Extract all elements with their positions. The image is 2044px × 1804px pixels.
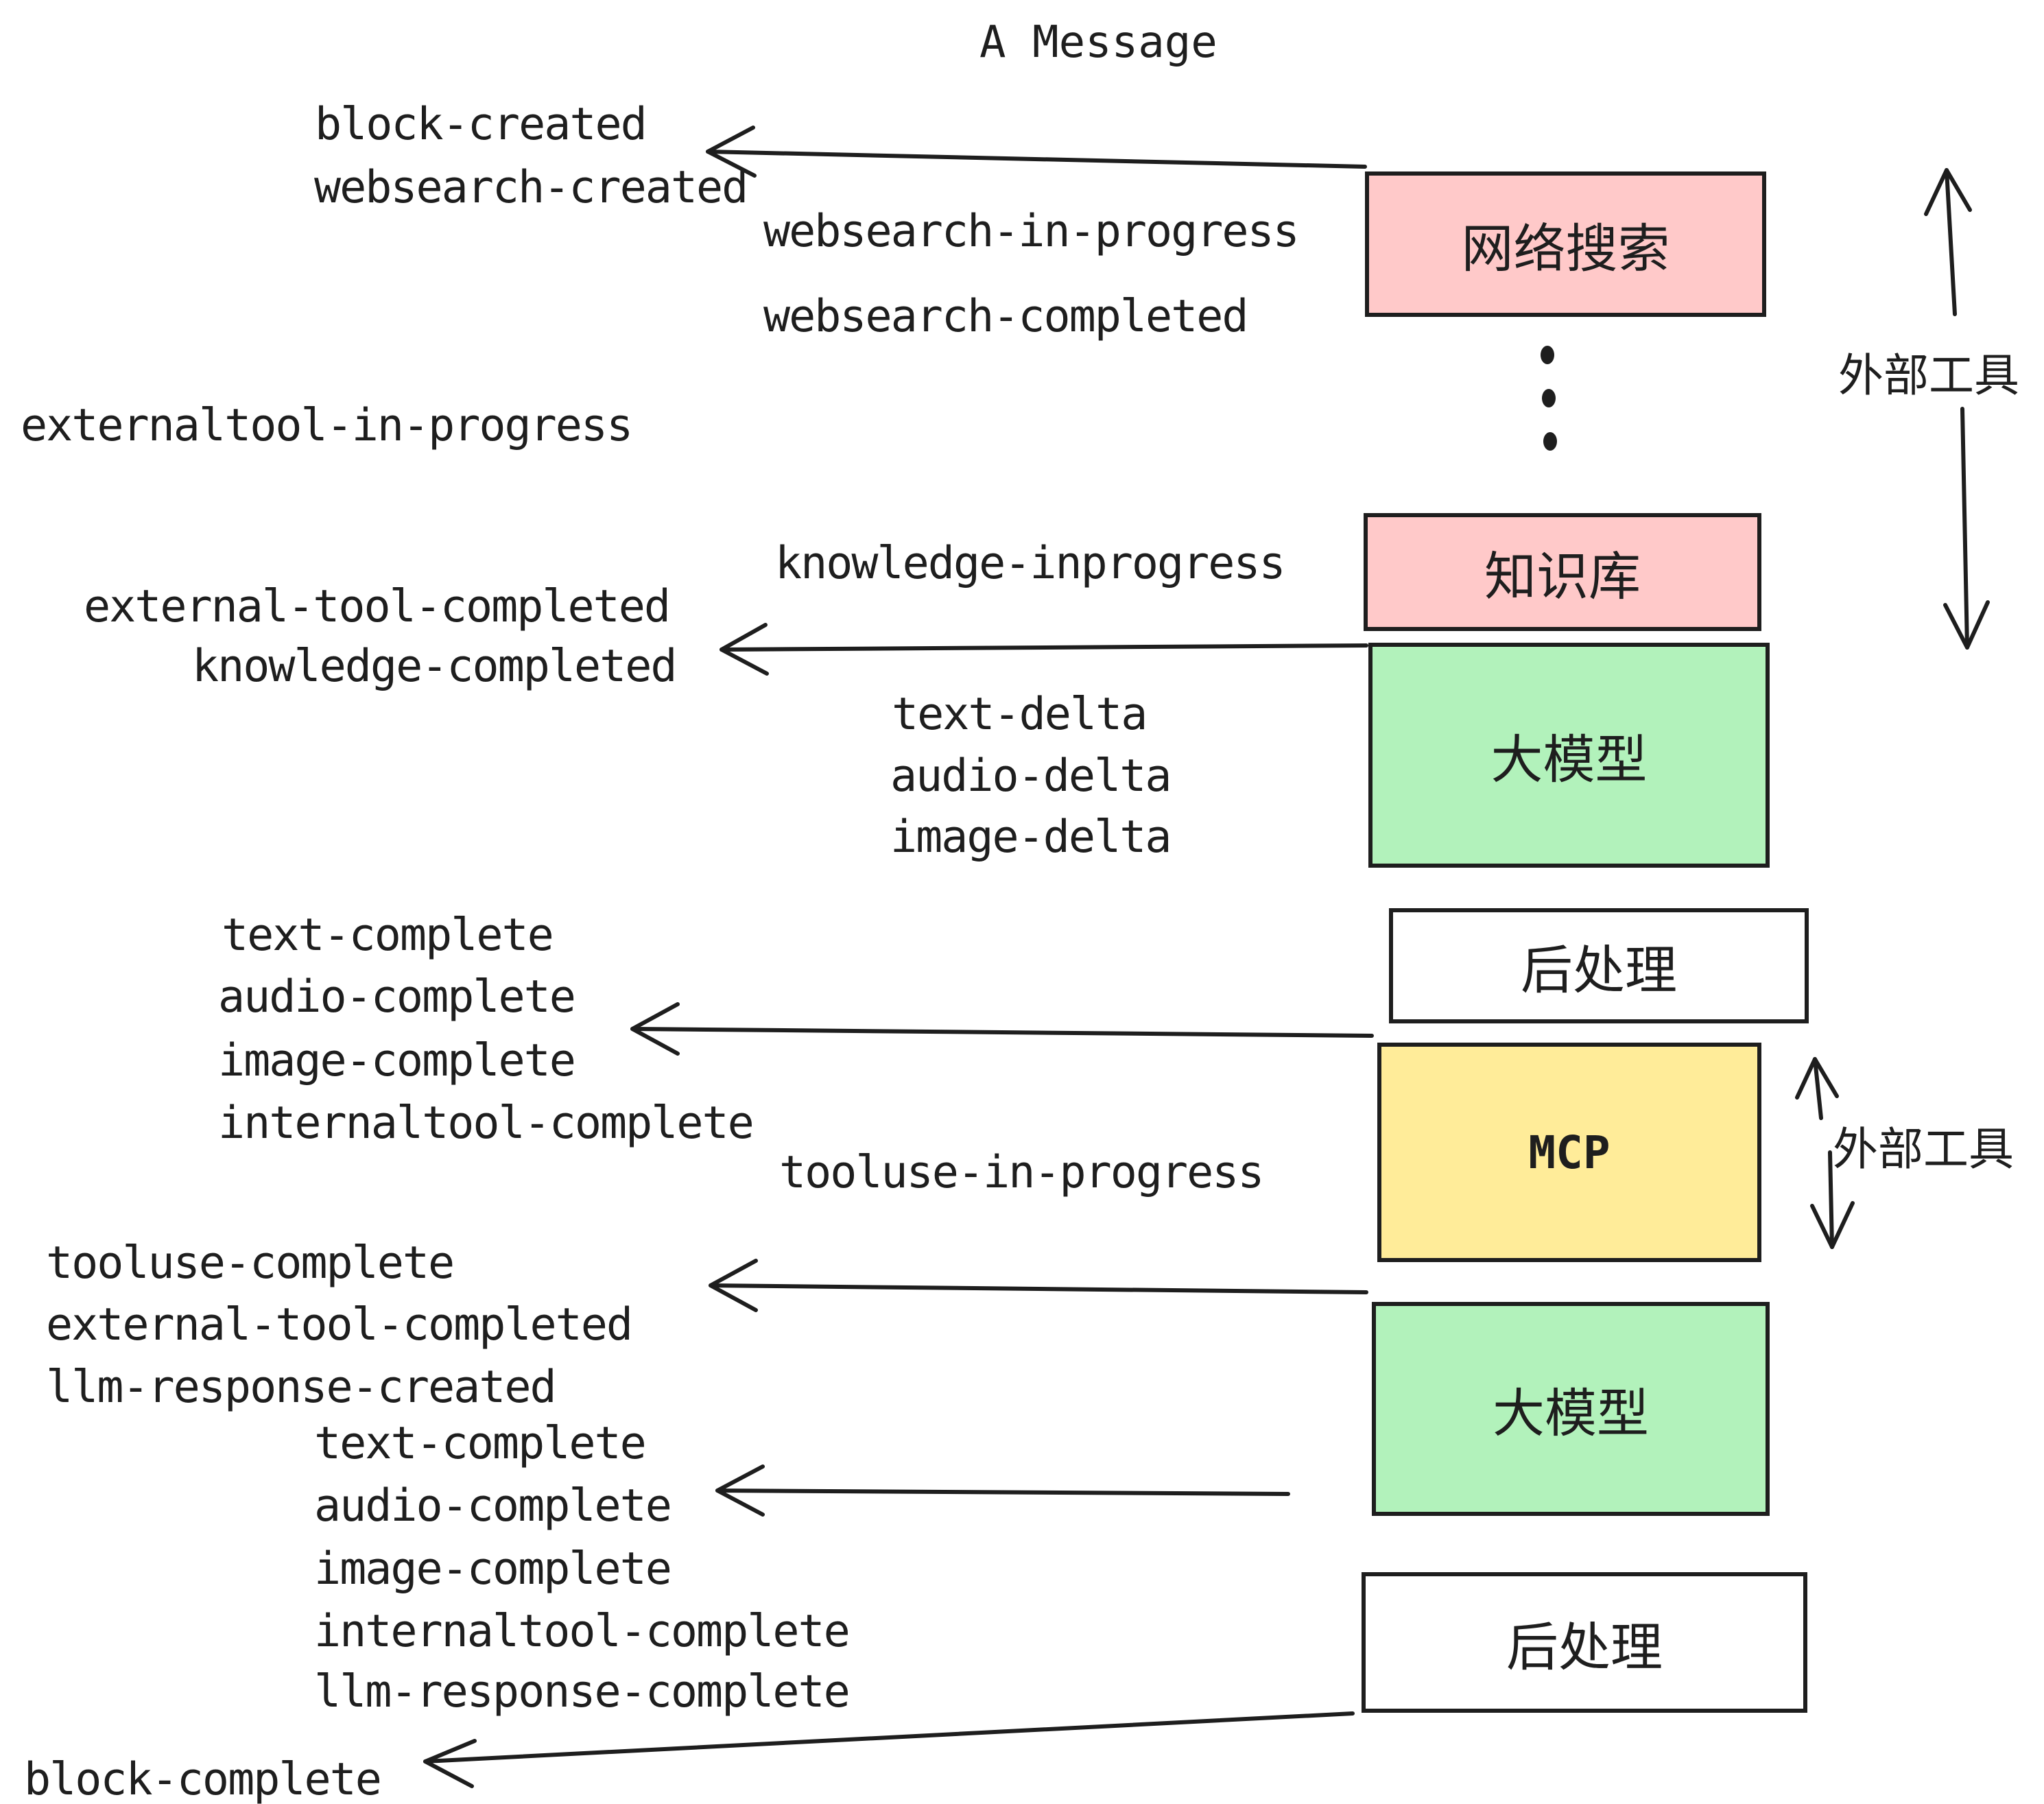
external-tools-up-arrow-mcp [1795, 1057, 1839, 1120]
audio-complete-return-arrow [715, 1464, 1290, 1517]
event-label-websearch-in-progress: websearch-in-progress [763, 206, 1300, 257]
event-label-llm-response-complete: llm-response-complete [314, 1666, 851, 1718]
external-tools-down-arrow-top [1943, 407, 1990, 650]
box-mcp: MCP [1377, 1043, 1761, 1262]
internal-complete-return-arrow [630, 1002, 1374, 1056]
box-llm-2: 大模型 [1372, 1302, 1770, 1516]
block-complete-return-arrow [423, 1711, 1355, 1788]
event-label-internaltool-complete-1: internaltool-complete [218, 1097, 754, 1149]
event-label-block-complete: block-complete [24, 1754, 382, 1804]
event-label-text-complete-2: text-complete [314, 1418, 647, 1469]
event-label-audio-delta-1: audio-delta [890, 750, 1172, 802]
websearch-return-arrow [706, 126, 1367, 178]
box-knowledge: 知识库 [1364, 513, 1761, 631]
box-postprocess-2: 后处理 [1362, 1572, 1807, 1713]
ellipsis-dot [1541, 346, 1554, 364]
box-postprocess-1: 后处理 [1389, 908, 1809, 1023]
event-label-external-tool-completed: external-tool-completed [84, 581, 671, 632]
knowledge-return-arrow [720, 623, 1368, 676]
event-label-knowledge-inprogress: knowledge-inprogress [775, 538, 1286, 589]
event-label-tooluse-complete: tooluse-complete [46, 1237, 455, 1289]
external-tools-label-mcp: 外部工具 [1833, 1123, 2014, 1176]
event-label-image-complete-2: image-complete [314, 1543, 672, 1595]
event-label-block-created: block-created [315, 99, 647, 150]
event-label-knowledge-completed: knowledge-completed [192, 641, 678, 692]
event-label-text-complete-1: text-complete [222, 910, 554, 961]
tooluse-return-arrow [709, 1259, 1368, 1312]
box-llm-1: 大模型 [1368, 643, 1770, 868]
diagram-title: A Message [979, 17, 1217, 68]
ellipsis-dot [1543, 432, 1557, 451]
event-label-websearch-created: websearch-created [314, 162, 748, 213]
event-label-image-complete-1: image-complete [218, 1035, 576, 1087]
event-label-externaltool-in-progress: externaltool-in-progress [21, 400, 633, 451]
event-label-internaltool-complete-2: internaltool-complete [314, 1606, 851, 1657]
ellipsis-dot [1542, 389, 1556, 407]
event-label-audio-complete-2: audio-complete [314, 1480, 672, 1532]
event-label-websearch-completed: websearch-completed [763, 291, 1249, 342]
box-websearch: 网络搜索 [1365, 171, 1766, 317]
event-label-image-delta-1: image-delta [890, 811, 1172, 863]
event-label-external-tool-completed-2: external-tool-completed [46, 1299, 633, 1351]
event-label-llm-response-created: llm-response-created [46, 1362, 557, 1413]
external-tools-up-arrow-top [1924, 168, 1972, 316]
event-label-audio-complete-1: audio-complete [218, 971, 576, 1023]
event-label-text-delta-1: text-delta [892, 689, 1148, 740]
event-label-tooluse-in-progress: tooluse-in-progress [779, 1147, 1265, 1198]
external-tools-label-top: 外部工具 [1838, 349, 2019, 402]
